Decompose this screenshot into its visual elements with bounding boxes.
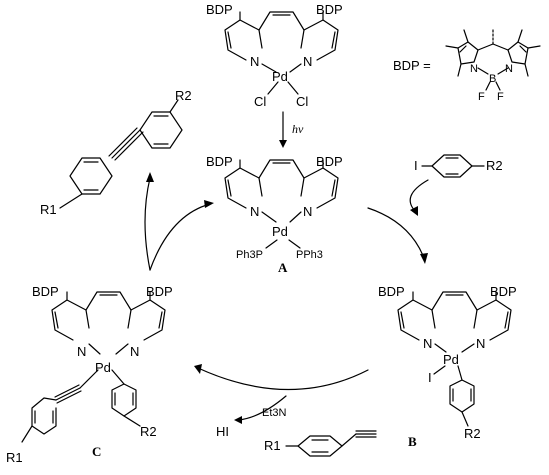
nitrogen-label: N	[470, 63, 478, 75]
compound-label-c: C	[92, 444, 101, 459]
bdp-label: BDP	[316, 2, 343, 17]
bdp-label: BDP	[32, 284, 59, 299]
nitrogen-label: N	[303, 204, 312, 219]
palladium-label: Pd	[443, 352, 459, 367]
r2-label: R2	[464, 426, 481, 441]
nitrogen-label: N	[505, 63, 513, 75]
ligand-pph3-label: PPh3	[296, 249, 323, 261]
nitrogen-label: N	[303, 54, 312, 69]
bdp-label: BDP	[316, 154, 343, 169]
chlorine-label: Cl	[296, 94, 308, 109]
iodine-label: I	[414, 158, 418, 173]
boron-label: B	[489, 73, 496, 85]
nitrogen-label: N	[250, 54, 259, 69]
ligand-ph3p-label: Ph3P	[236, 249, 263, 261]
palladium-label: Pd	[272, 69, 288, 84]
r1-label: R1	[40, 202, 57, 217]
diarylacetylene-product: R2 R1	[40, 88, 192, 217]
r2-label: R2	[486, 158, 503, 173]
chlorine-label: Cl	[254, 94, 266, 109]
byproduct-hi-label: HI	[216, 424, 229, 439]
complex-c: BDP BDP N N Pd R2 R1 C	[6, 284, 173, 465]
complex-a: BDP BDP N N Pd Ph3P PPh3 A	[206, 154, 343, 275]
palladium-label: Pd	[272, 224, 288, 239]
r1-label: R1	[6, 450, 23, 465]
nitrogen-label: N	[250, 204, 259, 219]
bdp-label: BDP	[206, 154, 233, 169]
nitrogen-label: N	[77, 344, 86, 359]
fluorine-label: F	[497, 91, 504, 103]
fluorine-label: F	[478, 91, 485, 103]
terminal-alkyne-reagent: R1	[264, 430, 377, 457]
nitrogen-label: N	[423, 336, 432, 351]
compound-label-a: A	[278, 260, 288, 275]
nitrogen-label: N	[130, 344, 139, 359]
nitrogen-label: N	[476, 336, 485, 351]
r1-label: R1	[264, 438, 281, 453]
r2-label: R2	[175, 88, 192, 103]
photoexcitation-arrow: hν	[279, 111, 304, 148]
bdp-definition: BDP = N N B F F	[393, 29, 541, 103]
hv-label: hν	[292, 122, 304, 136]
iodoarene-reagent: I R2	[414, 154, 503, 178]
palladium-label: Pd	[95, 360, 111, 375]
bdp-label: BDP	[490, 284, 517, 299]
base-et3n-label: Et3N	[262, 407, 287, 419]
complex-pdcl2: BDP BDP N N Pd Cl Cl	[206, 2, 343, 109]
iodine-label: I	[428, 370, 432, 385]
bdp-label: BDP	[378, 284, 405, 299]
compound-label-b: B	[408, 434, 417, 449]
r2-label: R2	[140, 424, 157, 439]
bdp-definition-label: BDP =	[393, 58, 431, 73]
bdp-label: BDP	[146, 284, 173, 299]
cycle-arrows	[144, 172, 429, 424]
bdp-label: BDP	[206, 2, 233, 17]
complex-b: BDP BDP N N Pd I R2 B	[378, 284, 517, 449]
